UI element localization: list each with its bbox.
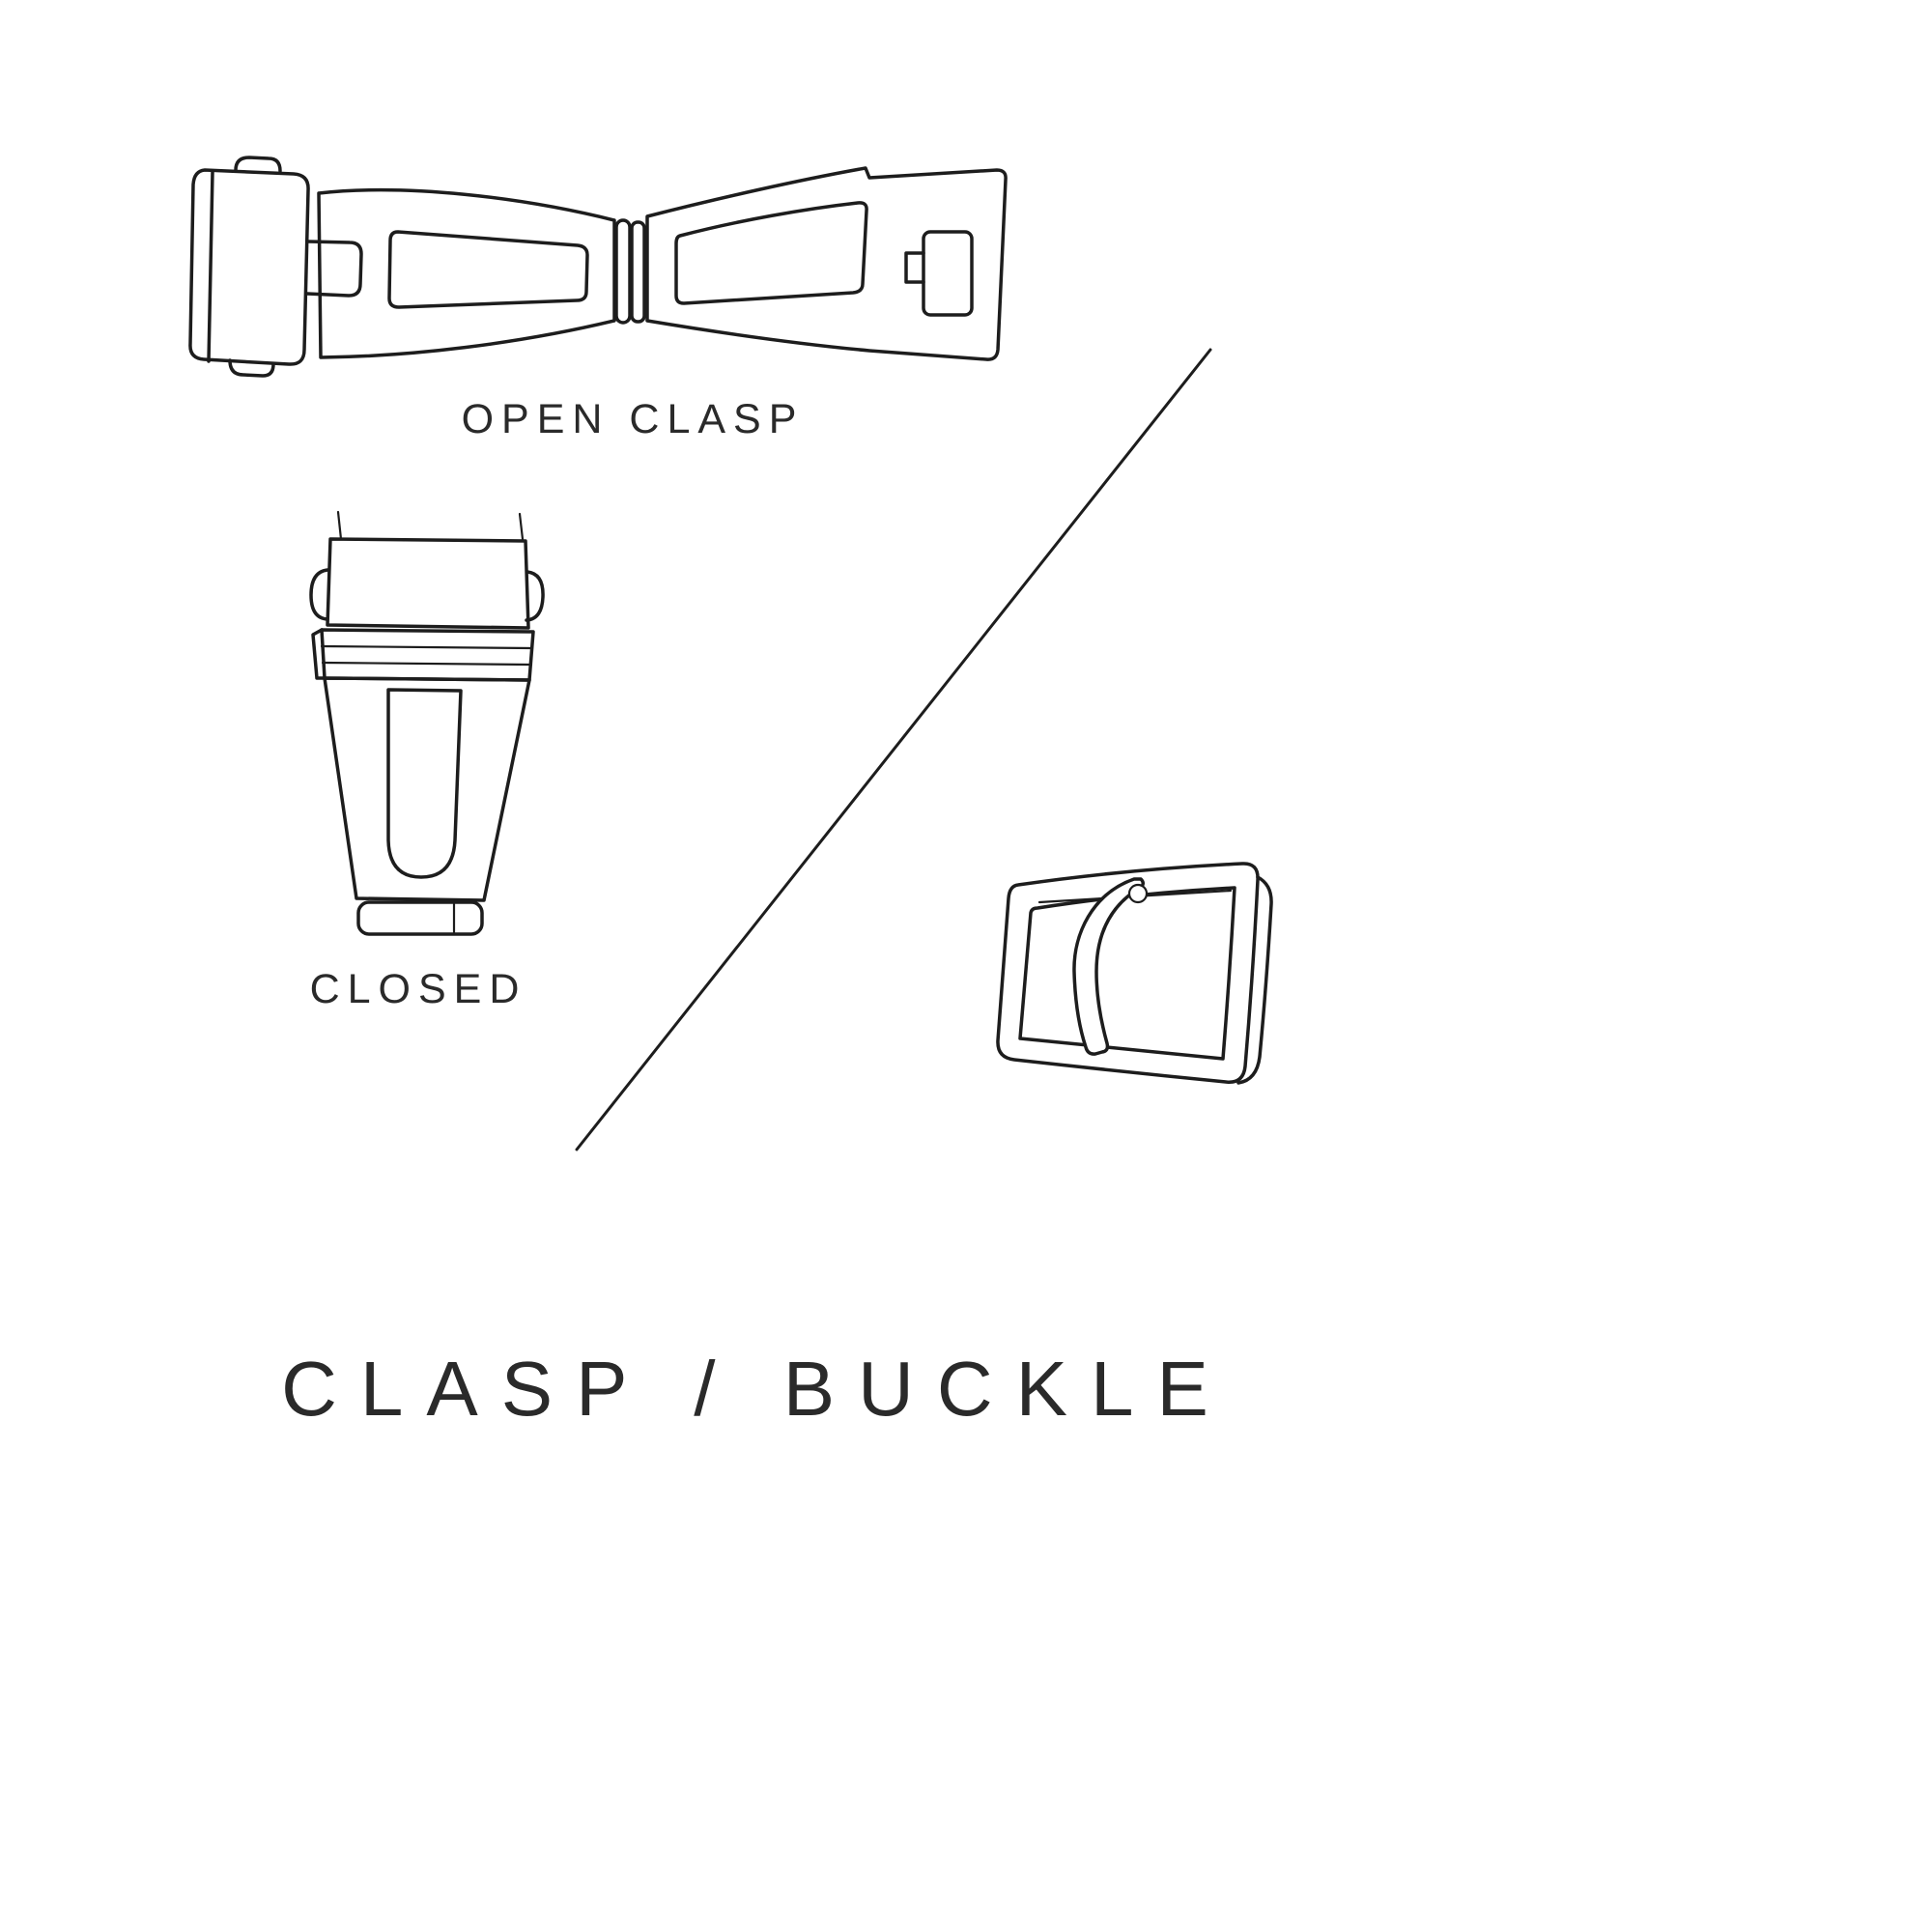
- open-clasp-keeper-hole: [922, 230, 974, 317]
- open-clasp-label: OPEN CLASP: [461, 396, 805, 442]
- buckle-pin-ring: [1127, 883, 1149, 904]
- closed-clasp-end-bar: [356, 900, 484, 936]
- closed-clasp-top-block: [309, 537, 545, 630]
- open-clasp-release-tab: [305, 240, 363, 298]
- open-clasp-illustration: [188, 156, 1008, 378]
- open-clasp-right-link: [645, 166, 1008, 361]
- closed-clasp-prongs: [336, 510, 525, 541]
- buckle-frame: [996, 862, 1273, 1085]
- closed-clasp-illustration: [309, 510, 545, 936]
- closed-clasp-hinge-band: [311, 628, 535, 682]
- page-title: CLASP / BUCKLE: [281, 1346, 1232, 1432]
- buckle-tongue: [1072, 877, 1145, 1056]
- open-clasp-hinge: [614, 218, 646, 325]
- closed-clasp-body: [323, 676, 531, 902]
- closed-clasp-label: CLOSED: [309, 966, 527, 1012]
- buckle-illustration: [996, 862, 1273, 1085]
- open-clasp-left-link: [317, 187, 616, 359]
- open-clasp-left-fold-piece: [188, 156, 310, 378]
